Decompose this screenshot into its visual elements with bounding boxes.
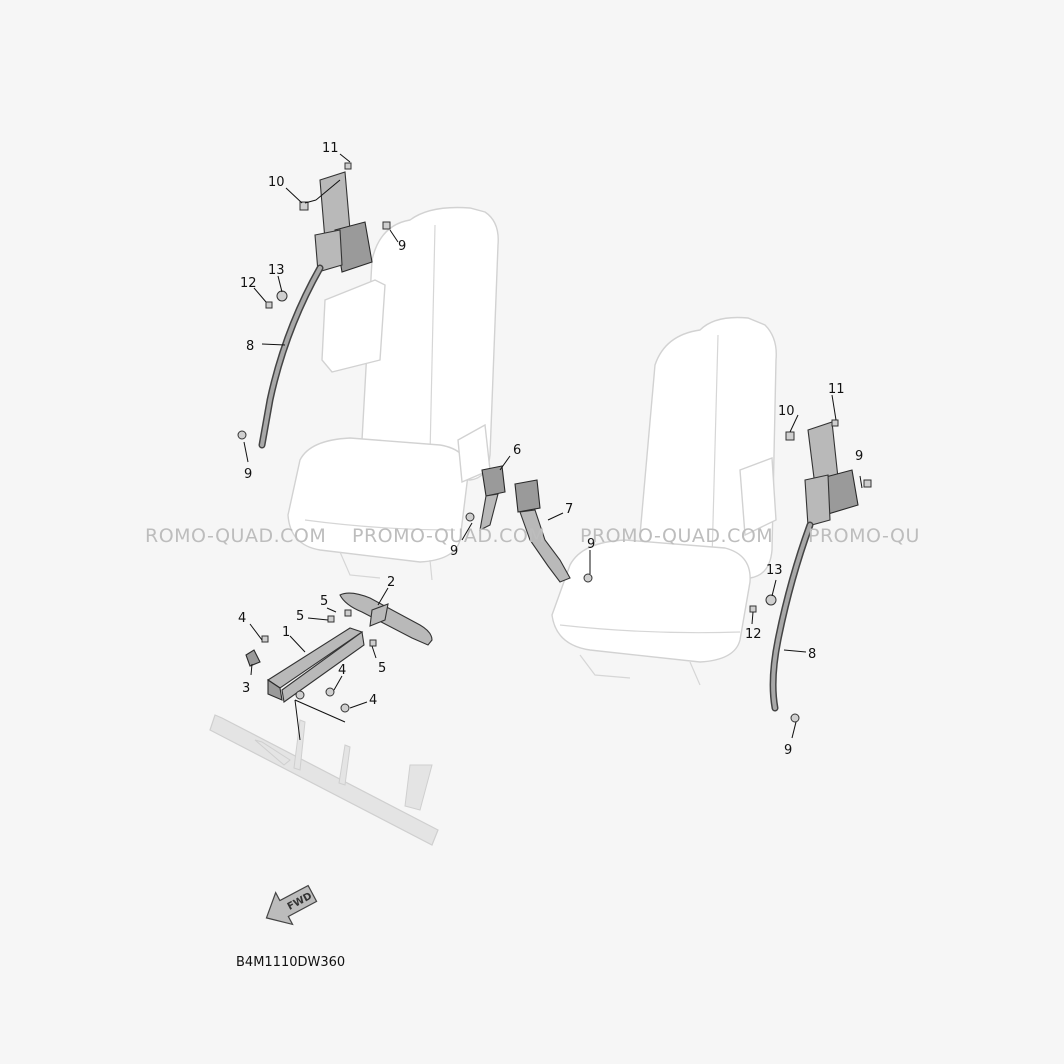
watermarks: ROMO-QUAD.COM PROMO-QUAD.COM PROMO-QUAD.… xyxy=(145,525,920,547)
clip-3-icon xyxy=(245,649,261,667)
left-seat-outline xyxy=(287,206,499,581)
callout-9-center-left: 9 xyxy=(450,544,458,559)
bolt-11-right-icon xyxy=(831,419,839,427)
callout-labels: 11 10 9 13 12 8 9 6 9 7 9 11 10 9 13 12 … xyxy=(238,141,863,758)
diagram-code: B4M1110DW360 xyxy=(236,955,345,970)
floor-crossmember-outline xyxy=(209,714,439,846)
callout-13-left: 13 xyxy=(268,263,285,278)
callout-9-left-bottom: 9 xyxy=(244,467,252,482)
callout-5-c: 5 xyxy=(378,661,386,676)
callout-4-b: 4 xyxy=(338,663,346,678)
callout-5-a: 5 xyxy=(320,594,328,609)
bolt-4-a-icon xyxy=(261,635,269,643)
callout-7: 7 xyxy=(565,502,573,517)
bolt-9-left-top-icon xyxy=(382,221,391,230)
watermark-2: PROMO-QUAD.COM xyxy=(352,525,545,547)
callout-11-right: 11 xyxy=(828,382,845,397)
callout-9-right-top: 9 xyxy=(855,449,863,464)
washer-13-left-icon xyxy=(276,290,288,302)
forward-arrow-icon: FWD xyxy=(265,884,318,926)
callout-10-right: 10 xyxy=(778,404,795,419)
watermark-4: PROMO-QU xyxy=(808,525,920,547)
callout-8-left: 8 xyxy=(246,339,254,354)
bolt-9-center-left-icon xyxy=(465,512,475,522)
callout-9-center-right: 9 xyxy=(587,537,595,552)
bracket-1 xyxy=(266,627,365,703)
bolt-12-right-icon xyxy=(749,605,757,613)
callout-4-a: 4 xyxy=(238,611,246,626)
nut-4-b-icon xyxy=(325,687,335,697)
bolt-10-left-icon xyxy=(299,201,309,211)
washer-13-right-icon xyxy=(765,594,777,606)
bolt-11-left-icon xyxy=(344,162,352,170)
callout-10-left: 10 xyxy=(268,175,285,190)
bolt-5-a-icon xyxy=(327,615,335,623)
callout-2: 2 xyxy=(387,575,395,590)
callout-9-right-bottom: 9 xyxy=(784,743,792,758)
callout-6: 6 xyxy=(513,443,521,458)
callout-3: 3 xyxy=(242,681,250,696)
callout-5-b: 5 xyxy=(296,609,304,624)
callout-13-right: 13 xyxy=(766,563,783,578)
left-seat-belt-retractor xyxy=(299,162,391,273)
bolt-5-c-icon xyxy=(369,639,377,647)
bolt-10-right-icon xyxy=(785,431,795,441)
buckle-6 xyxy=(465,465,506,531)
right-seat-outline xyxy=(551,316,777,686)
callout-1: 1 xyxy=(282,625,290,640)
bolt-9-center-right-icon xyxy=(583,573,593,583)
bracket-fasteners xyxy=(245,609,377,713)
callout-8-right: 8 xyxy=(808,647,816,662)
watermark-1: ROMO-QUAD.COM xyxy=(145,525,326,547)
nut-4-c-icon xyxy=(340,703,350,713)
buckle-7 xyxy=(514,479,593,583)
bolt-9-left-bottom-icon xyxy=(237,430,247,440)
bolt-9-right-top-icon xyxy=(863,479,872,488)
leader-lines xyxy=(243,153,863,741)
bolt-5-b-icon xyxy=(344,609,352,617)
left-seat-belt-webbing xyxy=(237,264,324,449)
callout-12-right: 12 xyxy=(745,627,762,642)
callout-9-left-top: 9 xyxy=(398,239,406,254)
watermark-3: PROMO-QUAD.COM xyxy=(580,525,773,547)
bolt-12-left-icon xyxy=(265,301,273,309)
callout-4-c: 4 xyxy=(369,693,377,708)
callout-11-left: 11 xyxy=(322,141,339,156)
bar-2 xyxy=(339,592,433,646)
callout-12-left: 12 xyxy=(240,276,257,291)
bolt-9-right-bottom-icon xyxy=(790,713,800,723)
right-seat-belt-retractor xyxy=(785,419,872,527)
right-seat-belt-webbing xyxy=(749,521,814,723)
